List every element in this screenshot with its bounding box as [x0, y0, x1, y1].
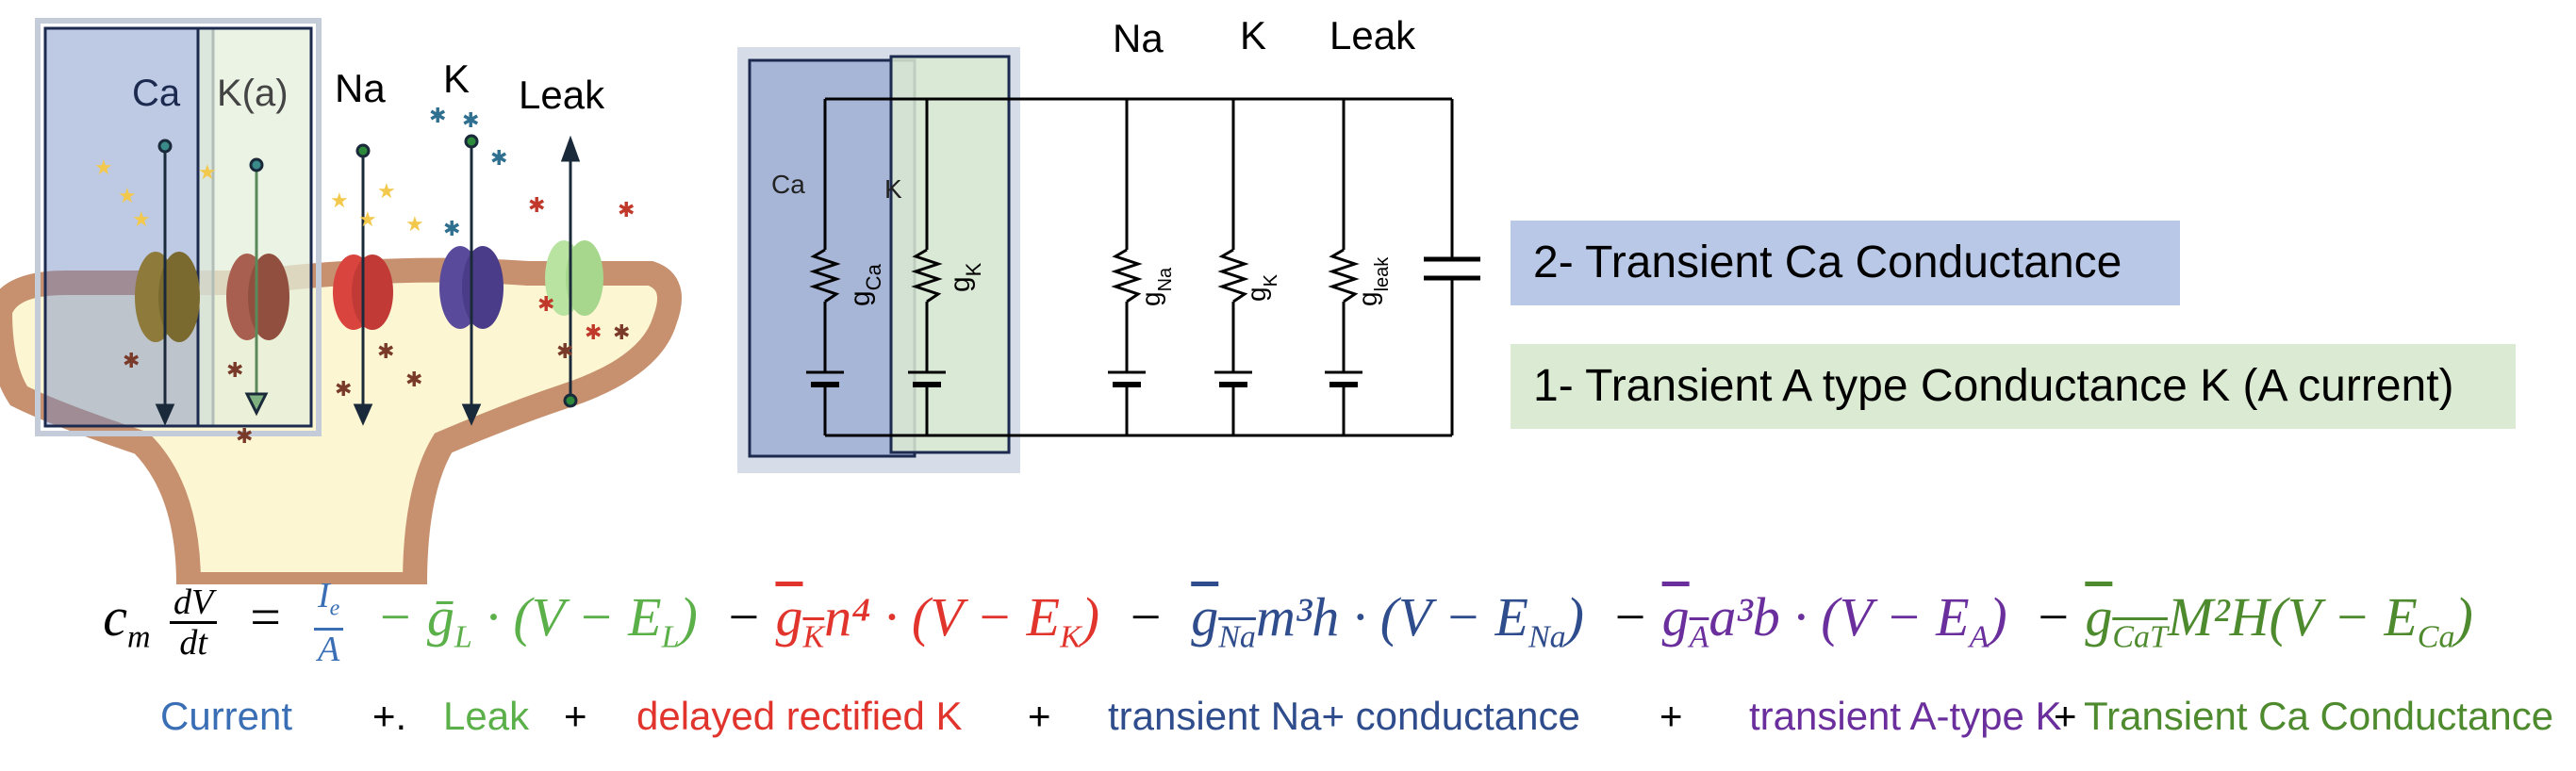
svg-text:✱: ✱: [236, 424, 253, 448]
svg-text:gK: gK: [1242, 273, 1281, 302]
leak-term: − ḡL · (V − EL): [362, 586, 698, 655]
gca-sub: Ca: [862, 263, 885, 290]
svg-text:✱: ✱: [443, 217, 460, 240]
svg-text:✱: ✱: [537, 292, 554, 316]
gk-a-label: g: [945, 276, 976, 292]
svg-text:★: ★: [405, 212, 424, 236]
eq-equals: =: [236, 586, 295, 648]
circuit-wires: [806, 97, 1480, 437]
label-current: Current: [160, 694, 293, 738]
a-term: − gAa³b · (V − EA): [1597, 586, 2007, 655]
svg-text:gK: gK: [945, 262, 985, 292]
gna-label: g: [1136, 291, 1165, 306]
k-column-header: K: [1240, 13, 1266, 57]
gna-sub: Na: [1155, 267, 1176, 291]
label-transient-a: transient A-type K: [1749, 694, 2062, 738]
label-plus-1: +.: [372, 694, 407, 738]
gk-a-sub: K: [962, 262, 985, 276]
label-transient-ca: Transient Ca Conductance: [2084, 694, 2554, 738]
svg-text:★: ★: [358, 207, 377, 231]
svg-text:✱: ✱: [335, 377, 352, 401]
svg-text:★: ★: [118, 184, 137, 207]
gca-label: g: [845, 290, 876, 306]
k-branch-highlight: [889, 55, 1011, 454]
label-plus-2: +: [564, 694, 587, 738]
svg-text:✱: ✱: [528, 193, 545, 217]
ca-highlight: [43, 26, 215, 428]
svg-text:★: ★: [330, 189, 349, 212]
term-labels: Current +. Leak + delayed rectified K + …: [0, 688, 2576, 754]
conductance-labels: gCa gK gNa gK gleak: [845, 256, 1393, 306]
svg-text:✱: ✱: [429, 104, 446, 127]
ca-branch-label: Ca: [771, 170, 805, 199]
svg-text:✱: ✱: [462, 108, 479, 132]
ka-channel-label: K(a): [217, 73, 289, 114]
svg-text:✱: ✱: [618, 198, 635, 221]
gk-label: g: [1242, 287, 1271, 302]
k-branch-label: K: [884, 174, 902, 204]
svg-text:★: ★: [377, 179, 396, 203]
label-plus-3: +: [1028, 694, 1051, 738]
leak-column-header: Leak: [1329, 13, 1416, 57]
ion-particles: ★★ ★★ ★★ ★★ ✱✱ ✱✱ ✱✱ ✱✱ ✱✱ ✱✱ ✱✱ ✱✱: [94, 104, 635, 448]
svg-text:★: ★: [198, 160, 217, 184]
gleak-sub: leak: [1372, 256, 1393, 292]
gk-sub: K: [1261, 273, 1281, 287]
k-channel-label: K: [443, 57, 470, 101]
circuit-diagram: Na K Leak: [737, 13, 1480, 473]
svg-text:✱: ✱: [556, 339, 573, 363]
svg-text:✱: ✱: [123, 349, 140, 372]
svg-text:✱: ✱: [613, 320, 630, 344]
eq-lhs: cm: [103, 586, 151, 655]
svg-text:gNa: gNa: [1136, 267, 1176, 306]
gleak-label: g: [1353, 291, 1382, 306]
na-channel-label: Na: [335, 66, 386, 110]
label-plus-5: +: [2054, 694, 2077, 738]
ion-channel-illustration: Ca K(a) Na K Leak ★★ ★★ ★★: [0, 18, 682, 584]
ca-channel: [135, 252, 200, 342]
label-plus-4: +: [1660, 694, 1683, 738]
svg-text:★: ★: [132, 207, 151, 231]
ca-channel-label: Ca: [132, 73, 181, 114]
ka-highlight: [196, 26, 313, 428]
na-term: − gNam³h · (V − ENa): [1113, 586, 1584, 655]
svg-text:gleak: gleak: [1353, 256, 1393, 306]
svg-text:✱: ✱: [585, 320, 602, 344]
svg-text:★: ★: [94, 156, 113, 179]
svg-text:✱: ✱: [490, 146, 507, 170]
leak-channel-label: Leak: [519, 73, 605, 117]
label-transient-na: transient Na+ conductance: [1108, 694, 1580, 738]
svg-text:✱: ✱: [405, 368, 422, 391]
ca-term: − gCaTM²H(V − ECa): [2021, 586, 2473, 655]
na-column-header: Na: [1113, 16, 1164, 60]
label-delayed-k: delayed rectified K: [636, 694, 963, 738]
svg-text:✱: ✱: [377, 339, 394, 363]
k-term: − gKn⁴ · (V − EK): [711, 586, 1100, 655]
leak-channel: [545, 240, 603, 316]
current-arrows: [155, 134, 581, 426]
label-leak: Leak: [443, 694, 530, 738]
svg-text:gCa: gCa: [845, 263, 885, 306]
ka-conductance-box: 1- Transient A type Conductance K (A cur…: [1511, 344, 2516, 429]
ca-conductance-box: 2- Transient Ca Conductance: [1511, 221, 2180, 305]
svg-text:✱: ✱: [226, 358, 243, 382]
ca-branch-highlight: [748, 58, 916, 458]
